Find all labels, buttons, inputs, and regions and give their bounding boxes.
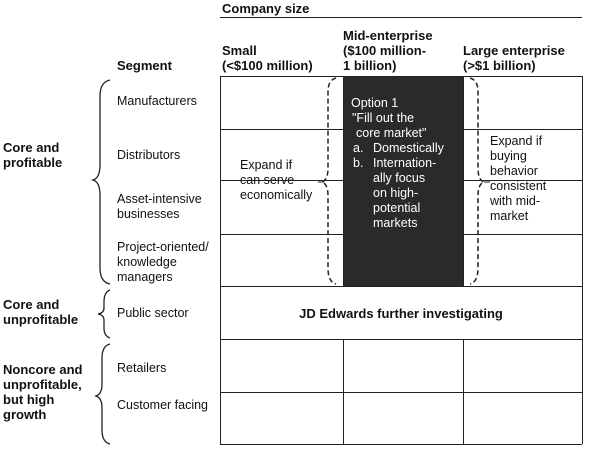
group-core-unprofitable: Core and unprofitable	[3, 297, 79, 327]
grid-row-2b	[463, 180, 582, 181]
right-dashed-brace	[469, 77, 487, 285]
grid-bottom	[220, 444, 582, 445]
brace-core-unprofitable	[97, 289, 111, 339]
grid-row-2	[220, 180, 344, 181]
grid-col-2	[463, 76, 464, 286]
large-expand-note: Expand if buying behavior consistent wit…	[490, 134, 547, 223]
segment-distributors: Distributors	[117, 148, 181, 162]
grid-row-1b	[463, 129, 582, 130]
grid-top	[220, 76, 582, 77]
grid-col-0	[220, 76, 221, 444]
segment-manufacturers: Manufacturers	[117, 94, 197, 108]
group-noncore: Noncore and unprofitable, but high growt…	[3, 362, 83, 422]
option-1-text: Option 1 "Fill out the core market" a. D…	[351, 96, 444, 230]
brace-core-profitable	[90, 79, 111, 285]
group-core-profitable: Core and profitable	[3, 140, 63, 170]
col-small-heading: Small (<$100 million)	[222, 43, 313, 73]
segment-retailers: Retailers	[117, 361, 167, 375]
segment-asset-intensive: Asset-intensive businesses	[117, 192, 202, 221]
segment-customer-facing: Customer facing	[117, 398, 209, 412]
segment-project-oriented: Project-oriented/ knowledge managers	[117, 240, 209, 284]
grid-col-1b	[343, 339, 344, 444]
company-size-heading: Company size	[222, 1, 310, 16]
grid-row-6	[220, 392, 582, 393]
grid-row-1	[220, 129, 344, 130]
grid-col-2b	[463, 339, 464, 444]
grid-col-1	[343, 76, 344, 286]
small-expand-note: Expand if can serve economically	[240, 158, 313, 202]
segment-public-sector: Public sector	[117, 306, 189, 320]
grid-row-3b	[463, 234, 582, 235]
option-1-box	[344, 76, 463, 286]
header-rule	[220, 17, 582, 18]
left-dashed-brace	[319, 77, 337, 285]
grid-col-3	[582, 76, 583, 444]
grid-row-3	[220, 234, 344, 235]
public-sector-note: JD Edwards further investigating	[299, 306, 503, 321]
segment-heading: Segment	[117, 58, 172, 73]
grid-row-5	[220, 339, 582, 340]
col-large-heading: Large enterprise (>$1 billion)	[463, 43, 565, 73]
col-mid-heading: Mid-enterprise ($100 million- 1 billion)	[343, 28, 433, 73]
grid-row-4	[220, 286, 582, 287]
brace-noncore	[93, 343, 111, 445]
